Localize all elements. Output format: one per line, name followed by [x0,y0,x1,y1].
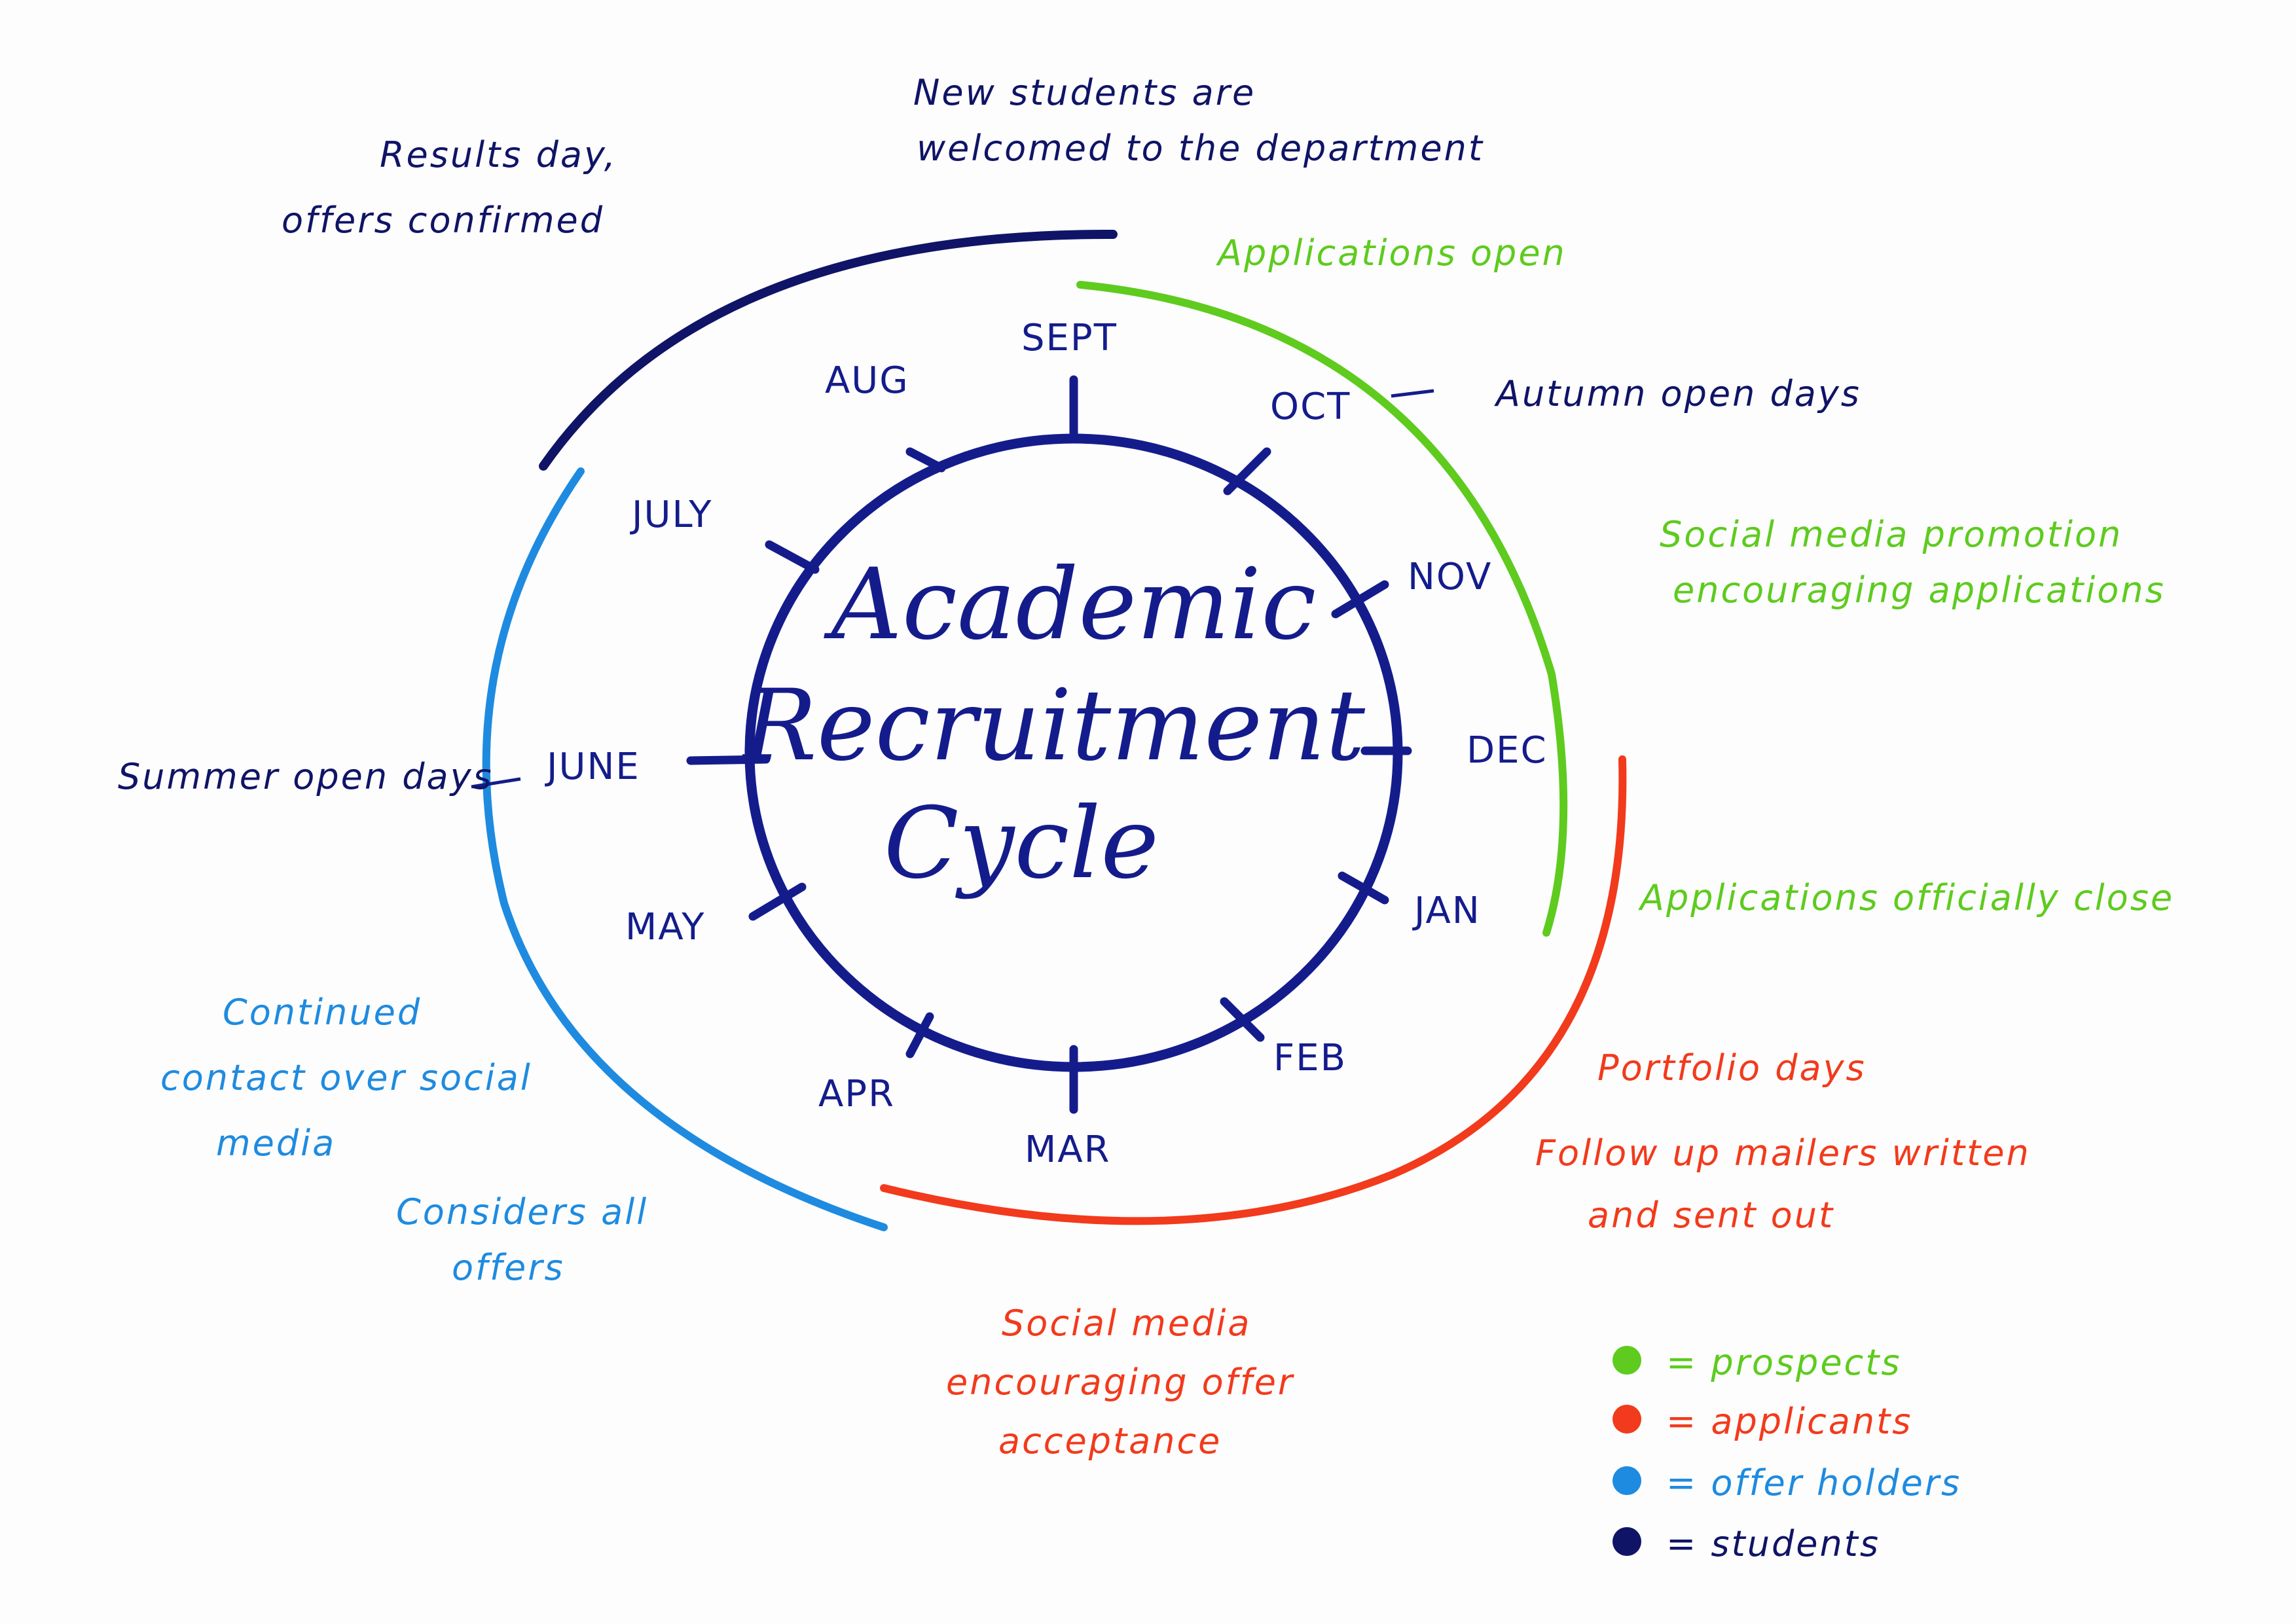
students-arc [539,229,1118,471]
diagram-title: Academic Recruitment Cycle [741,548,1366,901]
social-promo-line-1: Social media promotion [1660,514,2123,555]
legend-label-prospects: = prospects [1666,1342,1902,1383]
legend-label-students: = students [1666,1523,1880,1564]
contact-line-1: Continued [223,992,422,1033]
tick-nov [1331,580,1389,619]
month-label-jan: JAN [1412,890,1481,932]
tick-oct [1223,447,1271,496]
new-students-line-1: New students are [913,72,1256,113]
social-accept-line-2: encouraging offer [946,1362,1294,1403]
prospects-arc [1076,281,1568,937]
title-line-3: Cycle [884,787,1159,901]
title-line-2: Recruitment [741,669,1366,783]
tick-june [686,755,771,765]
offer-holders-arc [482,467,888,1231]
month-label-aug: AUG [825,359,909,402]
month-label-june: JUNE [545,746,640,788]
applicants-notes: Portfolio days Follow up mailers written… [946,1047,2031,1462]
prospects-notes: Applications open Social media promotion… [1216,232,2174,918]
summer-open-days-connector [471,777,521,789]
autumn-open-days-label: Autumn open days [1494,373,1861,414]
legend-dot-applicants [1613,1405,1641,1434]
month-label-may: MAY [625,906,705,948]
considers-line-1: Considers all [396,1191,648,1233]
title-line-1: Academic [824,548,1317,662]
month-label-mar: MAR [1025,1128,1111,1171]
considers-line-2: offers [452,1247,565,1288]
legend-dot-offer-holders [1613,1466,1641,1495]
month-ticks [686,375,1412,1114]
month-labels: SEPT OCT NOV DEC JAN FEB MAR APR MAY JUN… [545,317,1548,1171]
applications-open-label: Applications open [1216,232,1567,274]
mailers-line-1: Follow up mailers written [1535,1132,2031,1174]
contact-line-3: media [216,1123,336,1164]
tick-apr [905,1012,934,1058]
month-label-july: JULY [630,494,712,536]
tick-may [748,882,807,921]
results-day-line-1: Results day, [380,134,617,175]
social-accept-line-1: Social media [1002,1303,1251,1344]
legend-dot-students [1613,1527,1641,1556]
month-label-feb: FEB [1273,1037,1347,1079]
social-accept-line-3: acceptance [998,1420,1222,1462]
portfolio-days-label: Portfolio days [1597,1047,1867,1089]
month-label-dec: DEC [1467,729,1548,772]
legend-label-offer-holders: = offer holders [1666,1462,1961,1504]
month-label-oct: OCT [1270,386,1351,428]
contact-line-2: contact over social [160,1057,532,1098]
tick-aug [905,447,946,473]
students-notes: New students are welcomed to the departm… [118,72,1861,797]
tick-feb [1220,997,1265,1042]
month-label-sept: SEPT [1021,317,1118,359]
tick-jan [1338,871,1389,905]
new-students-line-2: welcomed to the department [917,128,1484,169]
legend-dot-prospects [1613,1346,1641,1375]
tick-july [765,540,820,574]
month-label-nov: NOV [1408,556,1492,598]
applicants-arc [880,755,1627,1225]
legend: = prospects = applicants = offer holders… [1613,1342,1961,1564]
mailers-line-2: and sent out [1588,1195,1834,1236]
social-promo-line-2: encouraging applications [1673,569,2166,611]
summer-open-days-label: Summer open days [118,756,494,797]
applications-close-label: Applications officially close [1638,877,2174,918]
month-label-apr: APR [818,1073,895,1115]
autumn-open-days-connector [1391,389,1434,398]
offer-holders-notes: Continued contact over social media Cons… [160,992,648,1288]
legend-label-applicants: = applicants [1666,1401,1912,1442]
results-day-line-2: offers confirmed [282,200,604,241]
